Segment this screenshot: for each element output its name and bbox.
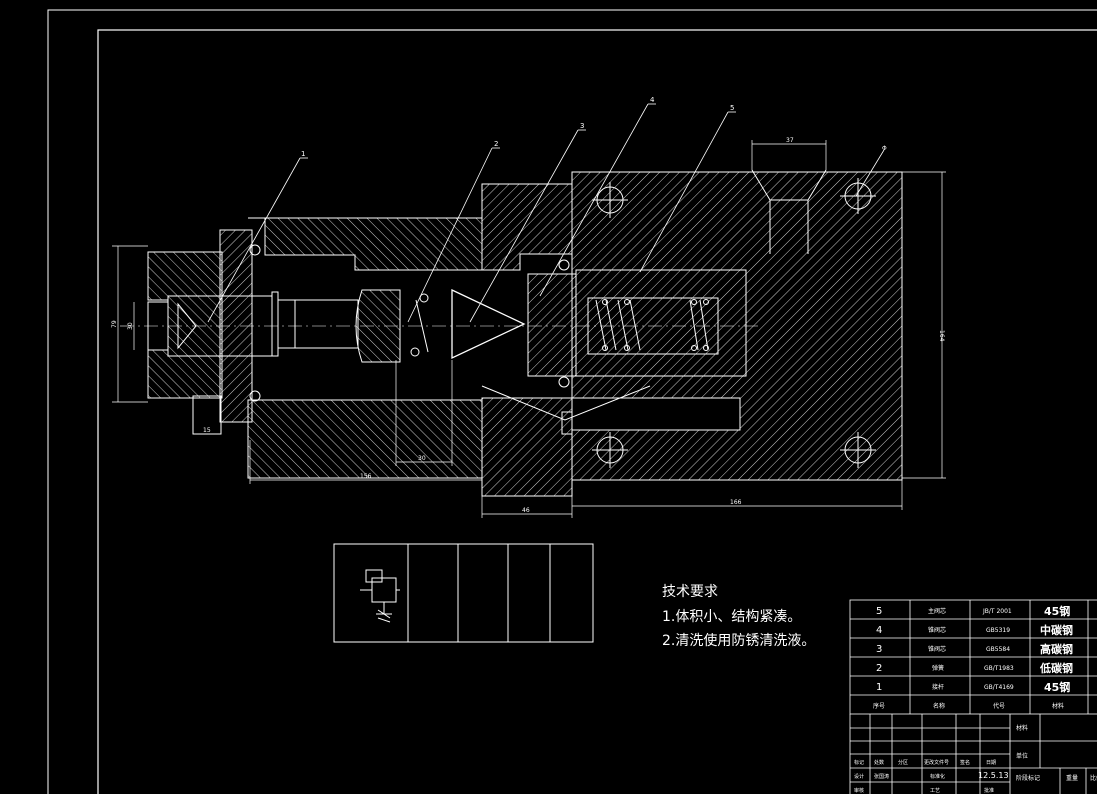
tb-process: 工艺 [930, 788, 940, 794]
callout-3: 3 [580, 122, 584, 130]
dim-79: 79 [111, 320, 118, 328]
dim-166: 166 [730, 499, 742, 506]
end-cap [147, 251, 223, 399]
bom-code: GB/T1983 [984, 665, 1014, 672]
tb-label-count: 处数 [874, 759, 884, 766]
callout-2: 2 [494, 140, 498, 148]
tech-line-2: 2.清洗使用防锈清洗液。 [662, 632, 815, 649]
dimension-lines [112, 140, 946, 518]
callout-5: 5 [730, 104, 734, 112]
tech-line-1: 1.体积小、结构紧凑。 [662, 608, 801, 625]
bom-name: 锥阀芯 [928, 645, 946, 653]
tb-label-zone: 分区 [898, 759, 908, 766]
bolt-holes [592, 178, 876, 468]
bom-name: 弹簧 [932, 664, 944, 672]
bom-no: 5 [876, 606, 882, 617]
hydraulic-symbol-panel [333, 543, 594, 643]
cone-valve [451, 288, 526, 360]
valve-body-lower [481, 397, 573, 497]
tb-weight: 重量 [1066, 774, 1078, 782]
tb-material-mark: 材料 [1016, 724, 1028, 732]
tb-design: 设计 [854, 773, 864, 780]
tb-label-date: 日期 [986, 760, 996, 766]
bom-no: 4 [876, 625, 882, 636]
bom-code: GB5584 [986, 646, 1010, 653]
bom-code: GB5319 [986, 627, 1010, 634]
bom-header-material: 材料 [1052, 702, 1064, 710]
leader-lines [207, 103, 885, 323]
left-sleeve-bottom [247, 399, 483, 479]
bom-table-lines [849, 599, 1097, 794]
tb-design-name: 张国涛 [874, 773, 889, 780]
tb-approve: 批准 [984, 787, 994, 794]
port-funnel [751, 169, 827, 201]
outer-border [47, 9, 1097, 794]
tb-date: 12.5.13 [978, 771, 1009, 780]
dim-37: 37 [786, 137, 794, 144]
tb-ratio: 比例 [1090, 774, 1097, 782]
dim-156: 156 [360, 473, 372, 480]
bom-header-name: 名称 [933, 702, 945, 710]
tb-label-change: 更改文件号 [924, 759, 949, 766]
tb-label-sign: 签名 [960, 759, 970, 766]
callout-1: 1 [301, 150, 305, 158]
bom-header-no: 序号 [873, 702, 885, 710]
bom-no: 3 [876, 644, 882, 655]
dim-15: 15 [203, 427, 211, 434]
valve-assembly [120, 169, 903, 497]
bom-material: 低碳钢 [1039, 661, 1073, 675]
tb-std: 标准化 [930, 773, 945, 780]
bom-name: 接杆 [932, 683, 944, 691]
left-sleeve [248, 217, 483, 271]
dim-164: 164 [938, 330, 945, 342]
tb-stage: 阶段标记 [1016, 774, 1040, 782]
bom-no: 2 [876, 663, 882, 674]
title-block: 标记 处数 分区 更改文件号 签名 日期 设计 张国涛 标准化 12.5.13 … [854, 724, 1097, 794]
tech-heading: 技术要求 [662, 584, 718, 600]
bom-code: GB/T4169 [984, 684, 1014, 691]
bom-name: 锥阀芯 [928, 626, 946, 634]
tb-label-mark: 标记 [854, 759, 864, 766]
bom-header-code: 代号 [993, 702, 1005, 710]
bom-name: 主阀芯 [928, 607, 946, 615]
bom-material: 45钢 [1044, 680, 1070, 694]
inner-border [97, 29, 1097, 794]
spring-coils [595, 299, 709, 351]
callout-4: 4 [650, 96, 655, 104]
tb-company: 单位 [1016, 752, 1028, 760]
dim-30: 30 [418, 455, 426, 462]
bom-no: 1 [876, 682, 882, 693]
bom-rows: 5 主阀芯 JB/T 2001 45钢 4 锥阀芯 GB5319 中碳钢 3 锥… [873, 604, 1073, 710]
bom-material: 中碳钢 [1040, 623, 1073, 637]
valve-body-right [571, 171, 903, 481]
tb-review: 审核 [854, 787, 864, 794]
dim-46: 46 [522, 507, 530, 514]
dim-hole: Φ [882, 145, 887, 152]
bom-material: 高碳钢 [1040, 642, 1073, 656]
bom-material: 45钢 [1044, 604, 1070, 618]
valve-body-middle [481, 183, 573, 271]
dim-30-small: 30 [127, 322, 134, 330]
bom-code: JB/T 2001 [982, 608, 1012, 615]
